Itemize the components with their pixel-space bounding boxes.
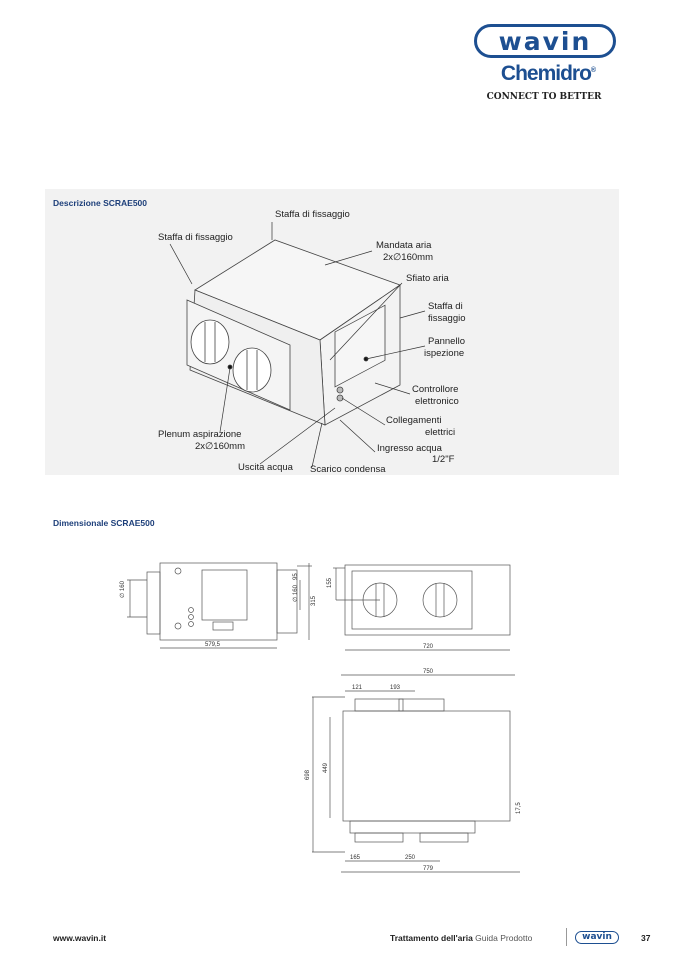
label-sfiato-aria: Sfiato aria xyxy=(406,273,449,284)
label-controllore-2: elettronico xyxy=(415,396,459,407)
label-pannello-2: ispezione xyxy=(424,348,465,359)
dim-720: 720 xyxy=(423,644,434,650)
dim-diameter-160-right: ∅ 160 xyxy=(292,584,299,602)
front-view-drawing xyxy=(333,564,511,651)
side-view-drawing xyxy=(127,562,312,649)
section-title-description: Descrizione SCRAE500 xyxy=(53,198,148,208)
section-title-dimensional: Dimensionale SCRAE500 xyxy=(53,518,155,528)
label-plenum-1: Plenum aspirazione xyxy=(158,429,242,440)
page-number: 37 xyxy=(641,933,651,943)
footer-section: Trattamento dell'aria Guida Prodotto xyxy=(390,933,532,943)
footer-section-light: Guida Prodotto xyxy=(475,933,533,943)
logo-text: wavin xyxy=(498,26,592,56)
label-uscita-acqua: Uscita acqua xyxy=(238,462,293,473)
dim-165: 165 xyxy=(350,855,361,861)
top-view-drawing xyxy=(312,674,520,873)
label-collegamenti-1: Collegamenti xyxy=(386,415,442,426)
brand-mark: ® xyxy=(590,67,596,74)
leader-lines xyxy=(169,222,426,468)
label-staffa-left: Staffa di fissaggio xyxy=(158,232,233,243)
label-scarico-condensa: Scarico condensa xyxy=(310,464,386,475)
dim-698: 698 xyxy=(305,769,311,780)
tagline: CONNECT TO BETTER xyxy=(486,92,602,102)
dim-449: 449 xyxy=(323,762,329,773)
label-controllore-1: Controllore xyxy=(412,384,459,395)
dim-121: 121 xyxy=(352,685,363,691)
label-ingresso-2: 1/2"F xyxy=(432,454,455,465)
label-staffa-right-1: Staffa di xyxy=(428,301,463,312)
dim-250: 250 xyxy=(405,855,416,861)
label-staffa-right-2: fissaggio xyxy=(428,313,466,324)
label-mandata-aria: Mandata aria xyxy=(376,240,432,251)
label-staffa-top: Staffa di fissaggio xyxy=(275,209,350,220)
dim-193: 193 xyxy=(390,685,401,691)
dim-95: 95 xyxy=(293,573,299,580)
dim-diameter-160-left: ∅ 160 xyxy=(119,580,126,598)
dim-155: 155 xyxy=(327,577,333,588)
unit-isometric-drawing xyxy=(186,239,401,426)
chemidro-brand: Chemidro® xyxy=(478,62,618,86)
label-plenum-2: 2x∅160mm xyxy=(195,441,245,452)
label-mandata-size: 2x∅160mm xyxy=(383,252,433,263)
dim-579-5: 579,5 xyxy=(205,642,221,648)
footer-logo-text: wavin xyxy=(582,932,612,942)
footer-section-bold: Trattamento dell'aria xyxy=(390,933,473,943)
label-pannello-1: Pannello xyxy=(428,336,465,347)
wavin-logo: wavin xyxy=(474,24,616,58)
dim-779: 779 xyxy=(423,866,434,872)
footer-divider xyxy=(566,928,567,946)
label-collegamenti-2: elettrici xyxy=(425,427,456,438)
brand-name: Chemidro xyxy=(500,62,592,85)
footer-website[interactable]: www.wavin.it xyxy=(53,933,107,943)
dim-17-5: 17,5 xyxy=(516,802,522,814)
footer-wavin-logo: wavin xyxy=(575,931,619,944)
dim-315: 315 xyxy=(311,595,317,606)
label-ingresso-1: Ingresso acqua xyxy=(377,443,442,454)
dim-750: 750 xyxy=(423,669,434,675)
